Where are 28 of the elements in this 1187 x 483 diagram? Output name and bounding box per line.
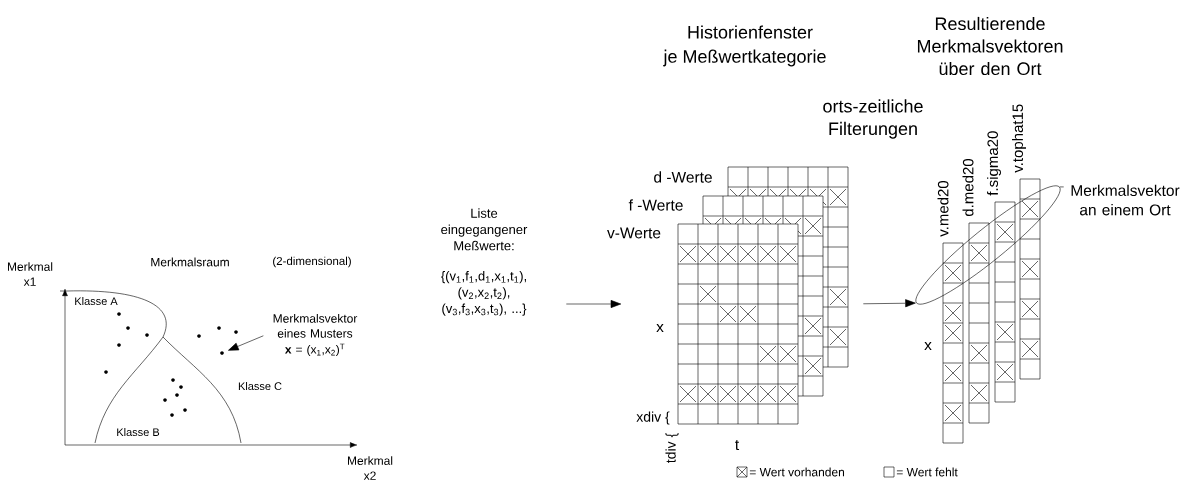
heading: Historienfenster bbox=[688, 25, 813, 39]
data-point bbox=[220, 351, 224, 355]
layer-label: f -Werte bbox=[628, 199, 683, 211]
arrow bbox=[863, 299, 916, 308]
plot-title: (2-dimensional) bbox=[273, 256, 351, 268]
heading: Resultierende Merkmalsvektoren über den Ort bbox=[917, 16, 1063, 76]
leader-line bbox=[1059, 186, 1064, 188]
column-label: f.sigma20 bbox=[987, 131, 1001, 196]
arrow bbox=[228, 335, 264, 351]
axis-label: Merkmal x2 bbox=[348, 456, 393, 480]
heading: orts-zeitliche Filterungen bbox=[823, 99, 923, 139]
column-label: v.med20 bbox=[937, 180, 949, 237]
axis-label: tdiv { bbox=[665, 433, 679, 463]
plot-title: Merkmalsraum bbox=[151, 257, 229, 267]
legend-text: = Wert vorhanden bbox=[749, 467, 844, 477]
class-label: Klasse A bbox=[75, 296, 118, 306]
column-label: d.med20 bbox=[962, 158, 974, 217]
axis-label: t bbox=[735, 439, 740, 451]
heading: je Meßwertkategorie bbox=[663, 49, 826, 67]
measurement-list: Liste eingegangener Meßwerte: {(v$_{1}$,f$_{1}$,d$_{1}$,x$_{1}$,t$_{1}$), (v$_{2}$,x$_{2}$,t$_{2}$), (v$_{3}$,f$_{3}$,x$_{3}$,t$_{3}$), ...} bbox=[441, 208, 528, 316]
callout-text: Merkmalsvektor an einem Ort bbox=[1071, 184, 1180, 216]
class-label: Klasse B bbox=[117, 427, 160, 437]
layer-label: d -Werte bbox=[654, 171, 712, 183]
arrow bbox=[566, 300, 622, 308]
legend-text: = Wert fehlt bbox=[896, 467, 958, 477]
axis-label: x bbox=[924, 341, 932, 351]
callout-text: Merkmalsvektor eines Musters x = (x$_{1}$,x$_{2}$)$^{T}$ bbox=[273, 313, 358, 357]
axis-label: Merkmal x1 bbox=[8, 262, 53, 286]
